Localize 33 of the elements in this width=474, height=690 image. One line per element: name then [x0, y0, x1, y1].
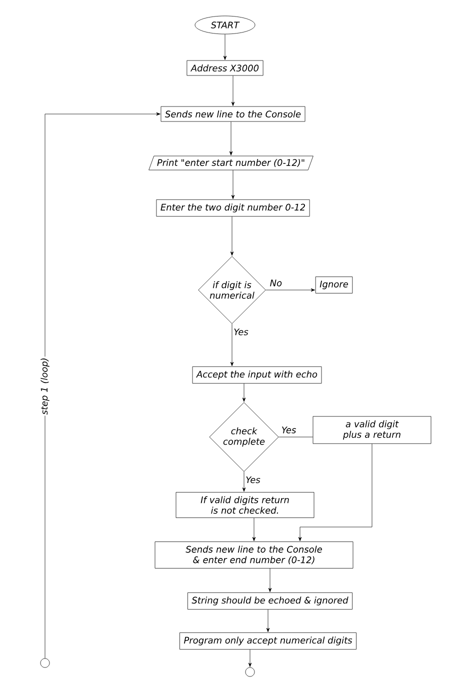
process-box: Ignore [315, 276, 353, 294]
arrow [298, 444, 372, 542]
process-box: String should be echoed & ignored [188, 592, 352, 610]
arrow [231, 75, 235, 106]
connector-circle [40, 658, 50, 668]
process-box: Sends new line to the Console [160, 106, 306, 122]
edge-label: step 1 (loop) [40, 356, 50, 416]
process-box: Accept the input with echo [192, 366, 322, 384]
arrow [230, 216, 234, 256]
terminal-oval: START [194, 16, 256, 34]
arrow [242, 383, 246, 402]
arrow [248, 649, 252, 667]
process-box: Sends new line to the Console & enter end number (0-12) [154, 542, 354, 568]
process-box: a valid digit plus a return [312, 416, 432, 444]
edge-label: No [268, 278, 284, 288]
arrow [229, 121, 233, 156]
edge-label: Yes [232, 328, 250, 336]
process-box: Address X3000 [186, 60, 264, 76]
process-box: If valid digits return is not checked. [176, 492, 314, 518]
arrow [44, 112, 160, 658]
connector-circle [245, 667, 255, 677]
arrow [252, 518, 256, 542]
arrow [242, 472, 246, 492]
io-parallelogram: Print "enter start number (0-12)" [148, 156, 314, 170]
arrow [266, 288, 316, 292]
process-box: Enter the two digit number 0-12 [156, 199, 310, 217]
process-box: Program only accept numerical digits [180, 632, 356, 650]
arrow [230, 324, 234, 366]
arrow [223, 34, 227, 60]
arrow [266, 609, 270, 632]
arrow [268, 568, 272, 592]
arrow [231, 170, 235, 200]
edge-label: Yes [280, 426, 298, 434]
